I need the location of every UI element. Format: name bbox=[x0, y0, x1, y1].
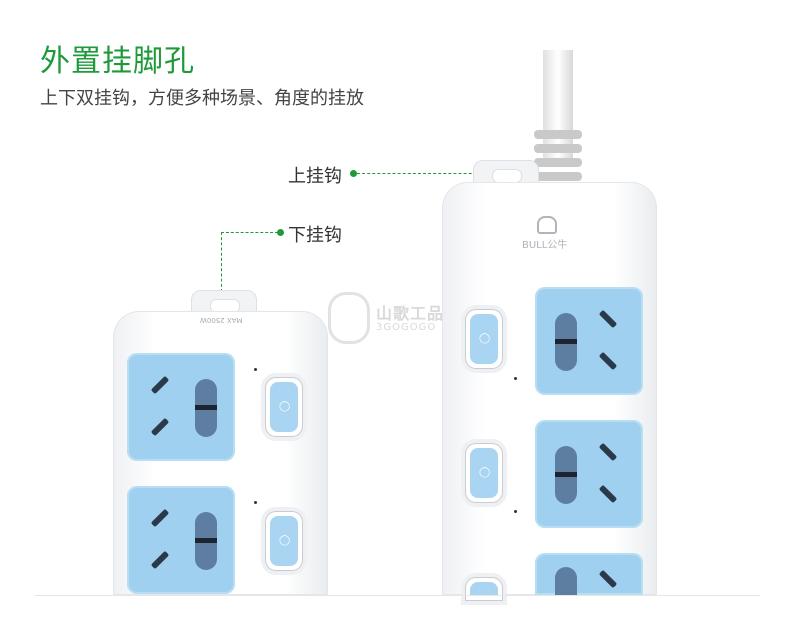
live-slot bbox=[598, 442, 618, 462]
upper-hook bbox=[473, 160, 539, 186]
indicator-led bbox=[514, 377, 517, 380]
earth-pin-hole bbox=[555, 567, 577, 595]
power-icon: ◯ bbox=[279, 535, 291, 546]
neutral-slot bbox=[150, 417, 170, 437]
bottom-divider bbox=[35, 595, 760, 596]
power-switch-right-3[interactable] bbox=[466, 578, 502, 600]
power-rating: MAX 2500W bbox=[200, 316, 243, 324]
upper-hook-label: 上挂钩 bbox=[288, 166, 342, 187]
power-switch-right-2[interactable]: ◯ bbox=[466, 444, 502, 502]
socket-left-1 bbox=[127, 353, 235, 461]
live-slot bbox=[150, 375, 170, 395]
watermark-logo-icon bbox=[328, 292, 370, 344]
power-icon: ◯ bbox=[279, 401, 291, 412]
power-switch-left-2[interactable]: ◯ bbox=[266, 512, 302, 570]
power-icon: ◯ bbox=[479, 467, 491, 478]
indicator-led bbox=[514, 510, 517, 513]
brand-logo-icon bbox=[537, 216, 557, 234]
power-switch-right-1[interactable]: ◯ bbox=[466, 310, 502, 368]
neutral-slot bbox=[598, 484, 618, 504]
lower-hook-dot bbox=[277, 229, 284, 236]
pin-divider bbox=[555, 339, 577, 344]
indicator-led bbox=[254, 368, 257, 371]
upper-hook-leader-line bbox=[357, 173, 492, 174]
lower-hook-label: 下挂钩 bbox=[288, 225, 342, 246]
indicator-led bbox=[254, 501, 257, 504]
cable-strain-relief bbox=[534, 130, 582, 139]
upper-hook-dot bbox=[350, 170, 357, 177]
watermark-sub: 3GOGOGO bbox=[376, 322, 437, 333]
watermark-name: 山歌工品 bbox=[376, 304, 445, 323]
lower-hook-leader-line-vertical bbox=[221, 232, 222, 292]
socket-right-1 bbox=[535, 287, 643, 395]
live-slot bbox=[598, 309, 618, 329]
pin-divider bbox=[555, 472, 577, 477]
pin-divider bbox=[195, 538, 217, 543]
power-icon: ◯ bbox=[479, 333, 491, 344]
section-subtitle: 上下双挂钩，方便多种场景、角度的挂放 bbox=[40, 88, 364, 109]
live-slot bbox=[150, 508, 170, 528]
socket-left-2 bbox=[127, 486, 235, 594]
cable-strain-relief bbox=[534, 158, 582, 167]
neutral-slot bbox=[150, 550, 170, 570]
pin-divider bbox=[195, 405, 217, 410]
cable-strain-relief bbox=[534, 172, 582, 181]
socket-right-3 bbox=[535, 553, 643, 595]
socket-right-2 bbox=[535, 420, 643, 528]
neutral-slot bbox=[598, 351, 618, 371]
power-switch-left-1[interactable]: ◯ bbox=[266, 378, 302, 436]
section-title: 外置挂脚孔 bbox=[40, 44, 195, 79]
cable-strain-relief bbox=[534, 144, 582, 153]
upper-hook-hole bbox=[492, 169, 522, 183]
lower-hook-leader-line bbox=[221, 232, 278, 233]
power-cable bbox=[543, 50, 573, 160]
live-slot bbox=[598, 569, 618, 589]
brand-mark: BULL公牛 bbox=[522, 240, 568, 251]
